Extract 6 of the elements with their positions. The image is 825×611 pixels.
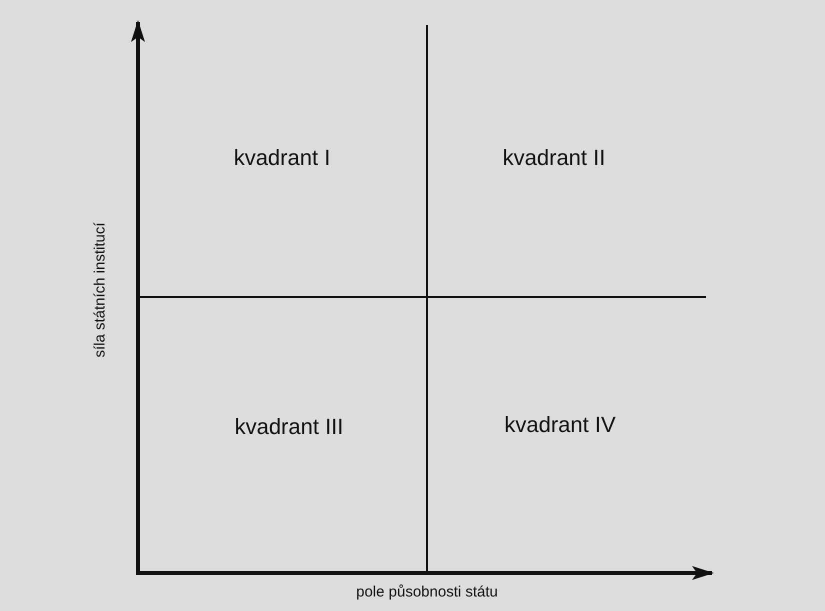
quadrant-label: kvadrant IV <box>504 412 616 438</box>
quadrant-label: kvadrant I <box>234 145 330 171</box>
axis-label: síla státních institucí <box>92 222 108 358</box>
quadrant-label: kvadrant III <box>234 414 344 440</box>
axis-label: pole působnosti státu <box>356 584 498 600</box>
quadrant-label: kvadrant II <box>502 145 606 171</box>
